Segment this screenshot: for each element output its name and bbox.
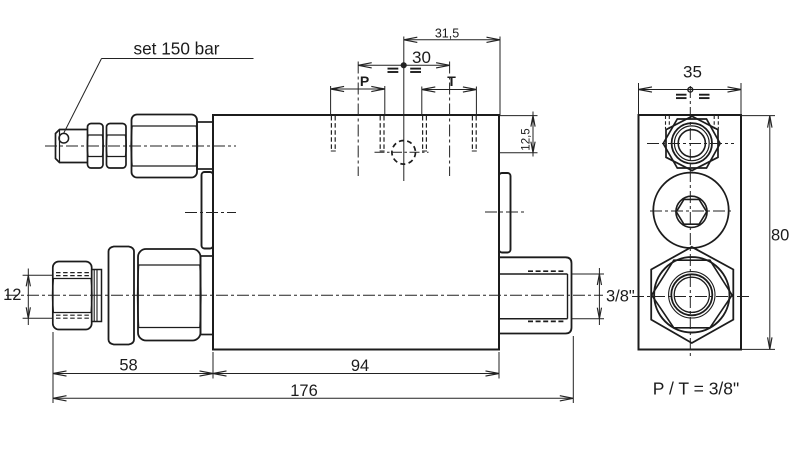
svg-text:176: 176 <box>290 382 318 400</box>
svg-text:80: 80 <box>771 227 789 245</box>
svg-text:set 150 bar: set 150 bar <box>134 39 220 59</box>
svg-text:T: T <box>447 73 456 89</box>
svg-text:12: 12 <box>3 286 21 304</box>
svg-text:35: 35 <box>683 63 702 82</box>
svg-text:31,5: 31,5 <box>435 27 459 41</box>
svg-text:12,5: 12,5 <box>521 128 533 150</box>
svg-text:P / T = 3/8": P / T = 3/8" <box>653 379 739 399</box>
svg-text:58: 58 <box>119 357 137 375</box>
svg-text:94: 94 <box>351 357 369 375</box>
svg-text:3/8": 3/8" <box>606 288 635 306</box>
svg-text:30: 30 <box>412 48 431 67</box>
svg-text:P: P <box>360 73 369 89</box>
